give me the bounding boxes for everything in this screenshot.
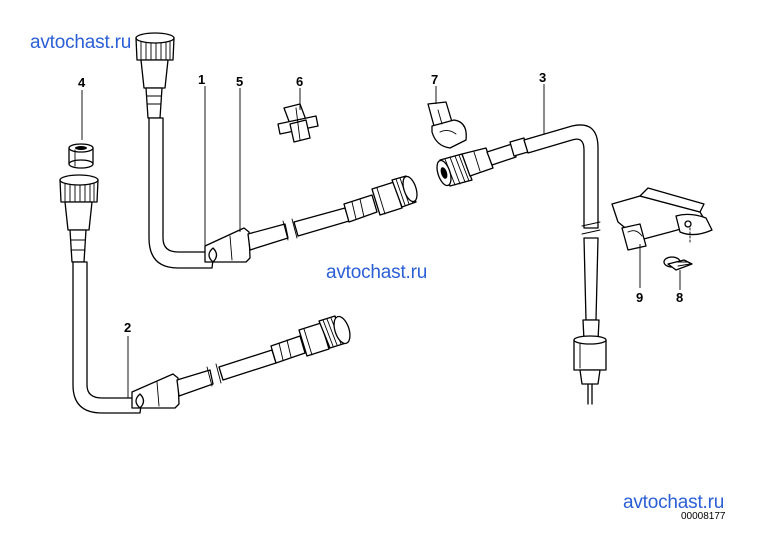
callout-3: 3	[539, 70, 547, 85]
callout-7: 7	[431, 72, 439, 87]
part-3-drive-cable	[436, 124, 607, 405]
diagram-code: 00008177	[681, 511, 726, 522]
callout-6: 6	[296, 74, 304, 89]
watermark-top-left: avtochast.ru	[30, 32, 132, 53]
watermark-bottom-right: avtochast.ru	[623, 492, 725, 513]
part-9-clamp-bracket	[611, 187, 713, 251]
part-8-screw	[663, 256, 693, 271]
callout-4: 4	[78, 75, 86, 90]
callout-8: 8	[676, 290, 684, 305]
part-4-sleeve	[68, 143, 94, 169]
leader-lines	[81, 84, 681, 398]
watermark-center: avtochast.ru	[326, 262, 428, 283]
part-7-bracket	[427, 101, 467, 149]
part-1-speedometer-cable	[135, 32, 418, 269]
callout-5: 5	[236, 74, 244, 89]
callout-9: 9	[636, 290, 644, 305]
callout-1: 1	[198, 72, 206, 87]
part-2-speedometer-cable	[59, 174, 351, 414]
part-6-clip	[277, 103, 319, 143]
callout-2: 2	[124, 320, 132, 335]
